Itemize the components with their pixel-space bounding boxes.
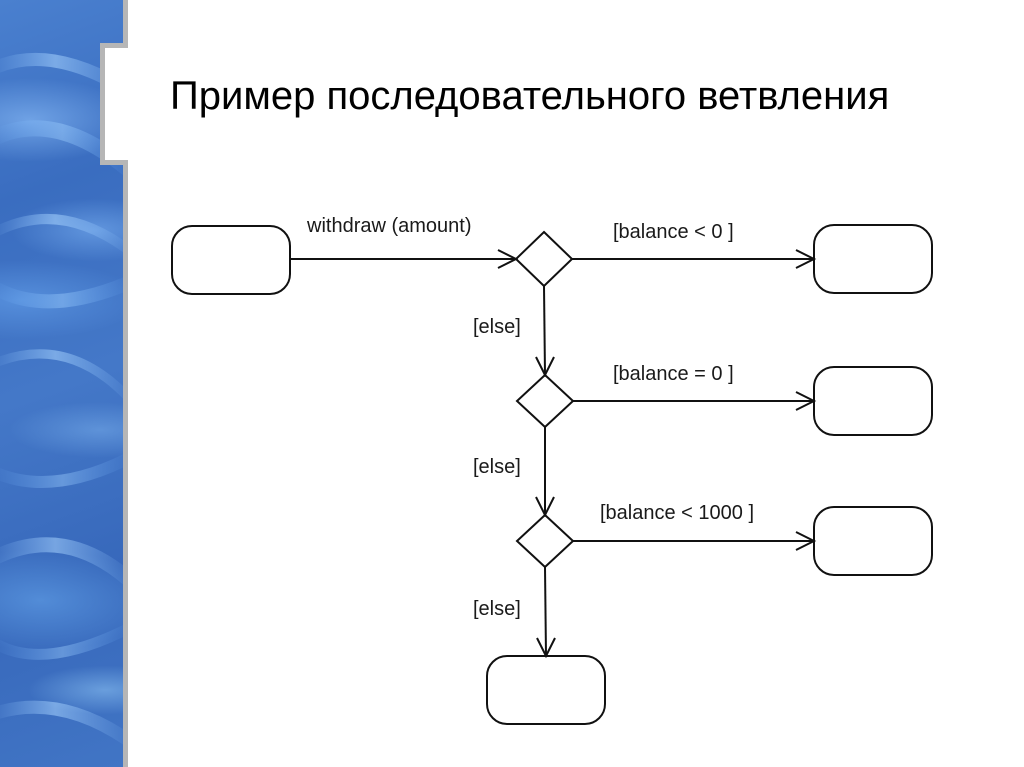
transition-decision-3-to-final xyxy=(544,566,547,657)
transition-decision-1-to-decision-2 xyxy=(543,285,546,376)
arrowhead-decision-2-to-target xyxy=(795,391,817,411)
arrowhead-decision-1-to-decision-2 xyxy=(535,356,555,378)
slide-title: Пример последовательного ветвления xyxy=(170,74,890,118)
sidebar-wave-texture xyxy=(0,52,123,745)
decision-node-3[interactable] xyxy=(515,513,575,569)
arrowhead-decision-2-to-decision-3 xyxy=(535,496,555,518)
decision-node-1[interactable] xyxy=(514,230,574,288)
arrowhead-decision-3-to-target xyxy=(795,531,817,551)
state-start[interactable] xyxy=(171,225,291,295)
arrowhead-start-to-decision-1 xyxy=(497,249,519,269)
label-else-1: [else] xyxy=(473,316,521,338)
state-branch-2-target[interactable] xyxy=(813,366,933,436)
state-branch-1-target[interactable] xyxy=(813,224,933,294)
label-else-3: [else] xyxy=(473,598,521,620)
decision-node-2[interactable] xyxy=(515,373,575,429)
state-final[interactable] xyxy=(486,655,606,725)
label-guard-1: [balance < 0 ] xyxy=(613,221,734,243)
state-branch-3-target[interactable] xyxy=(813,506,933,576)
label-guard-2: [balance = 0 ] xyxy=(613,363,734,385)
label-else-2: [else] xyxy=(473,456,521,478)
sidebar-divider-rule xyxy=(123,0,128,767)
label-trigger: withdraw (amount) xyxy=(306,215,472,237)
label-guard-3: [balance < 1000 ] xyxy=(600,502,754,524)
arrowhead-decision-3-to-final xyxy=(536,637,556,659)
arrowhead-decision-1-to-target xyxy=(795,249,817,269)
sidebar-notch-tab xyxy=(100,43,128,165)
